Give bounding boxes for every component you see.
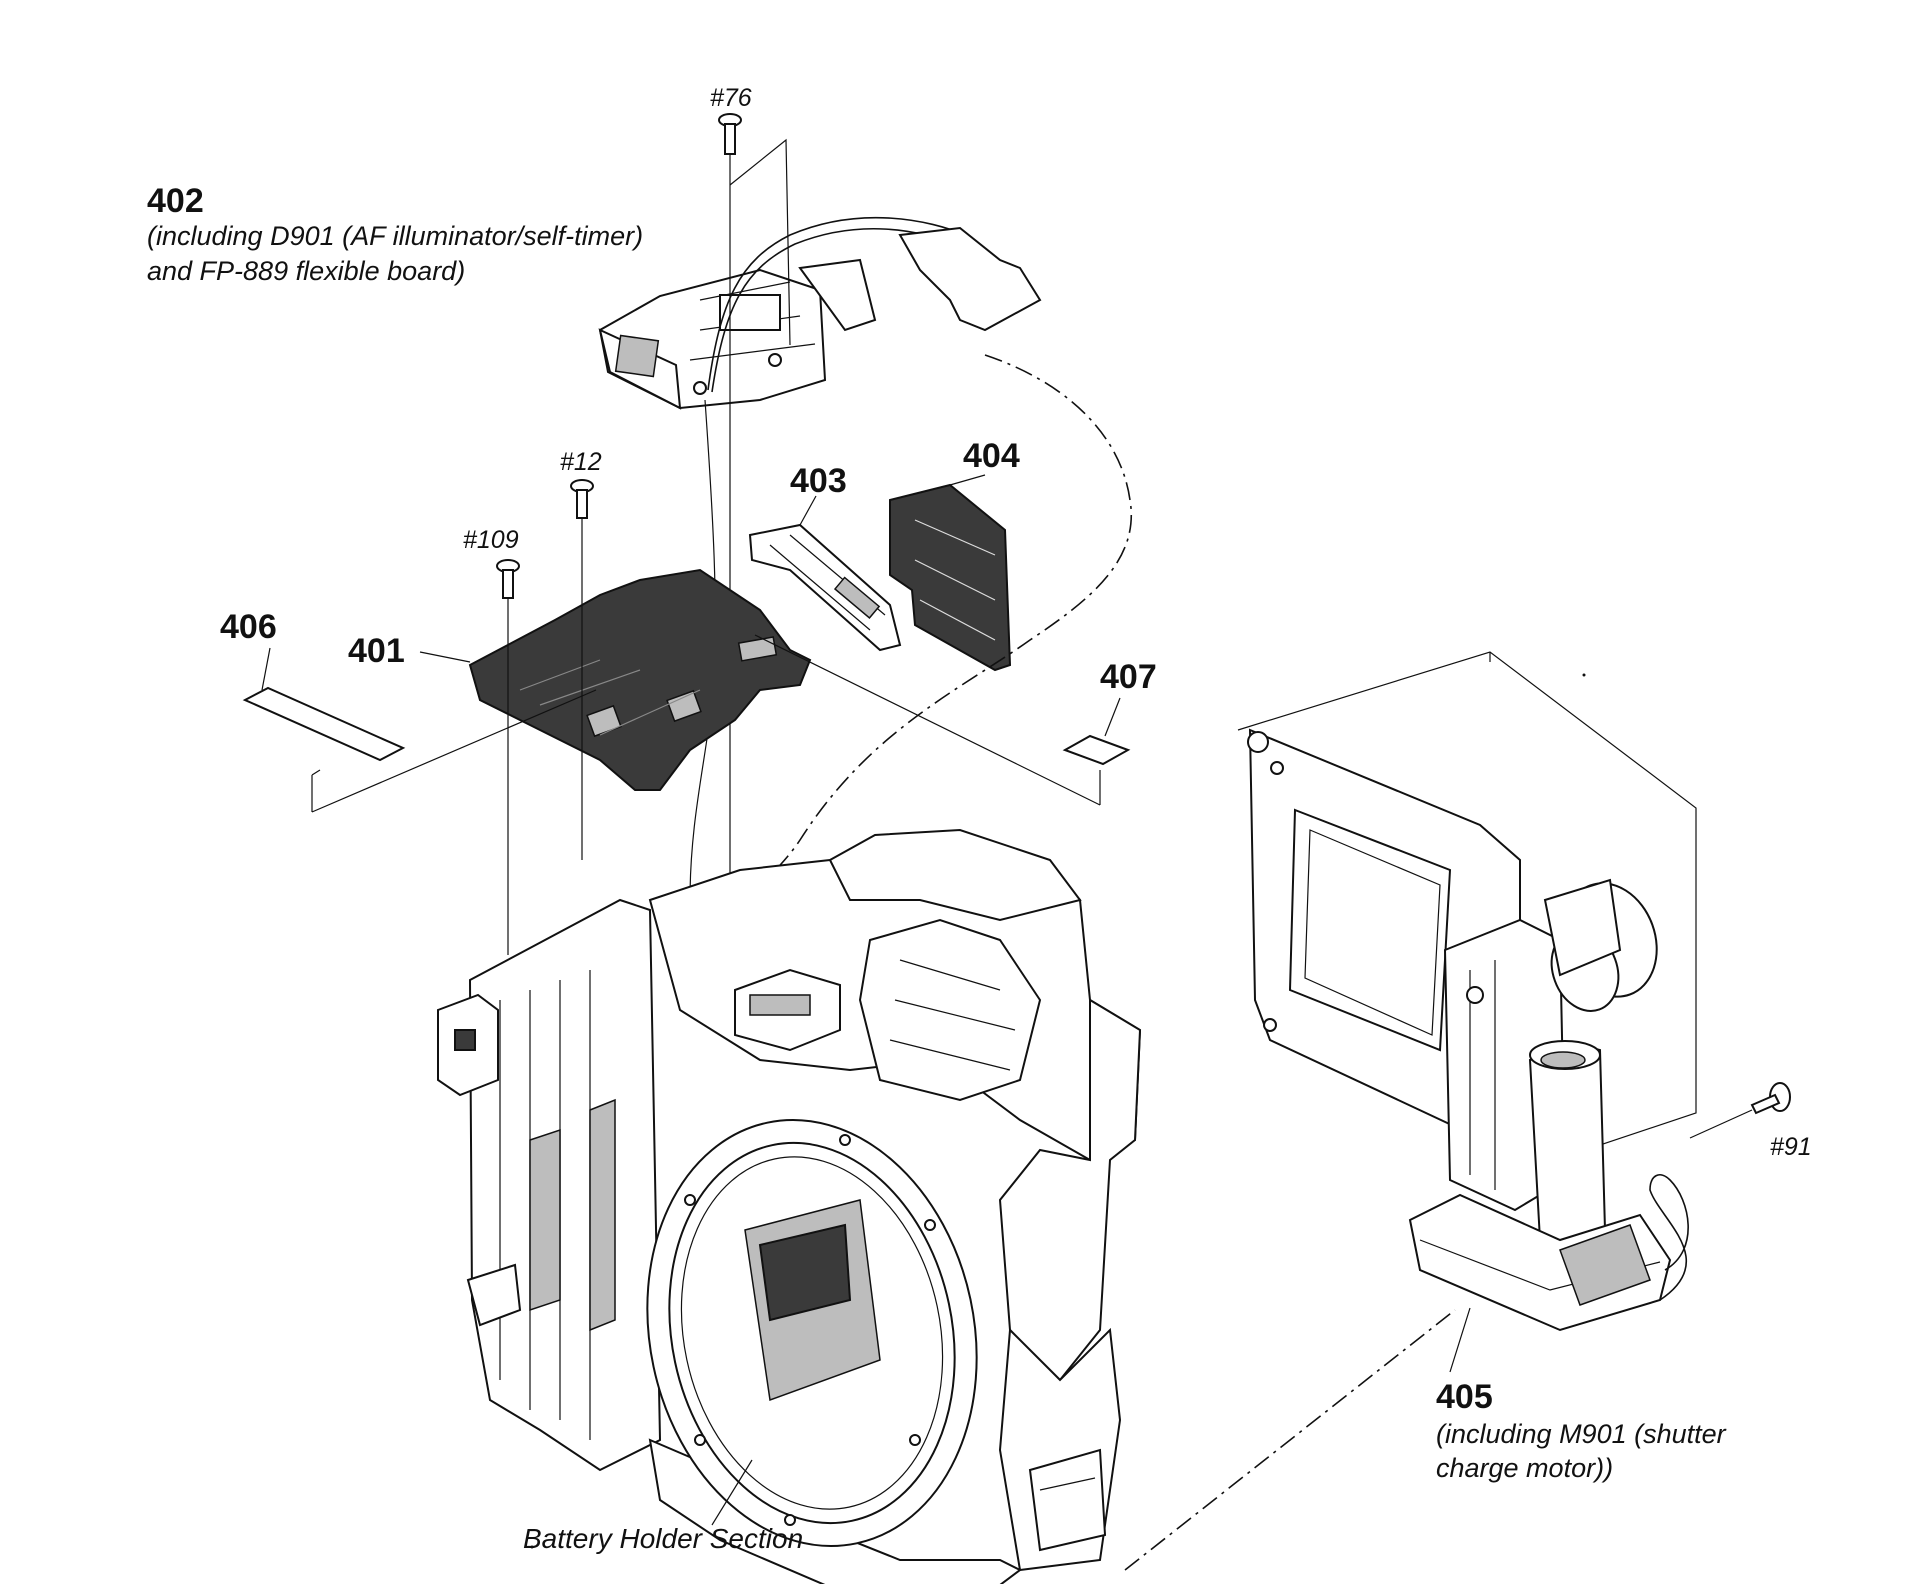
leader-406 <box>261 647 271 691</box>
screw-12-icon <box>570 479 594 519</box>
leader-battery-holder <box>711 1459 753 1526</box>
leader-403 <box>799 495 817 526</box>
part-403-bracket <box>748 523 902 652</box>
part-402-description-line2: and FP-889 flexible board) <box>147 256 465 286</box>
part-402-description-line1: (including D901 (AF illuminator/self-tim… <box>147 221 643 251</box>
lens-mount-ring <box>646 1119 978 1547</box>
part-401-main-board <box>468 568 812 791</box>
leader-405 <box>1449 1307 1471 1373</box>
dashdot-flex-guide <box>759 354 1133 901</box>
part-405-description-line2: charge motor)) <box>1436 1453 1613 1483</box>
part-407-sheet <box>1062 734 1131 766</box>
screw-76-label: #76 <box>710 84 752 112</box>
screw-91-label: #91 <box>1770 1133 1812 1161</box>
screw-12-label: #12 <box>560 448 602 476</box>
flex-connector-top <box>898 226 1042 332</box>
part-405-number: 405 <box>1436 1378 1493 1416</box>
stray-dot <box>1582 673 1586 677</box>
part-407-bracket-lines <box>754 634 1101 806</box>
screw-91-guide <box>1689 1109 1753 1139</box>
screw-109-icon <box>496 559 520 599</box>
part-402-number: 402 <box>147 182 204 220</box>
part-404-number: 404 <box>963 437 1020 475</box>
part-406-bracket-lines <box>311 689 597 813</box>
part-405-shutter-unit <box>1237 651 1697 1332</box>
part-405-description-line1: (including M901 (shutter <box>1436 1419 1727 1449</box>
leader-407 <box>1104 697 1121 737</box>
part-406-number: 406 <box>220 608 277 646</box>
part-407-number: 407 <box>1100 658 1157 696</box>
screw-109-label: #109 <box>463 526 519 554</box>
part-402-bracket <box>729 138 791 346</box>
camera-body-chassis <box>437 828 1142 1584</box>
leader-404 <box>949 474 986 486</box>
leader-401 <box>419 651 471 663</box>
stray-dot <box>530 1545 534 1549</box>
screw-91-icon <box>1750 1082 1791 1115</box>
part-404-shield <box>889 483 1012 672</box>
part-403-number: 403 <box>790 462 847 500</box>
part-406-sheet <box>242 686 406 762</box>
dashdot-405-guide <box>1124 1309 1456 1571</box>
part-401-number: 401 <box>348 632 405 670</box>
screw-76-icon <box>718 113 742 155</box>
battery-holder-section-label: Battery Holder Section <box>523 1523 803 1554</box>
